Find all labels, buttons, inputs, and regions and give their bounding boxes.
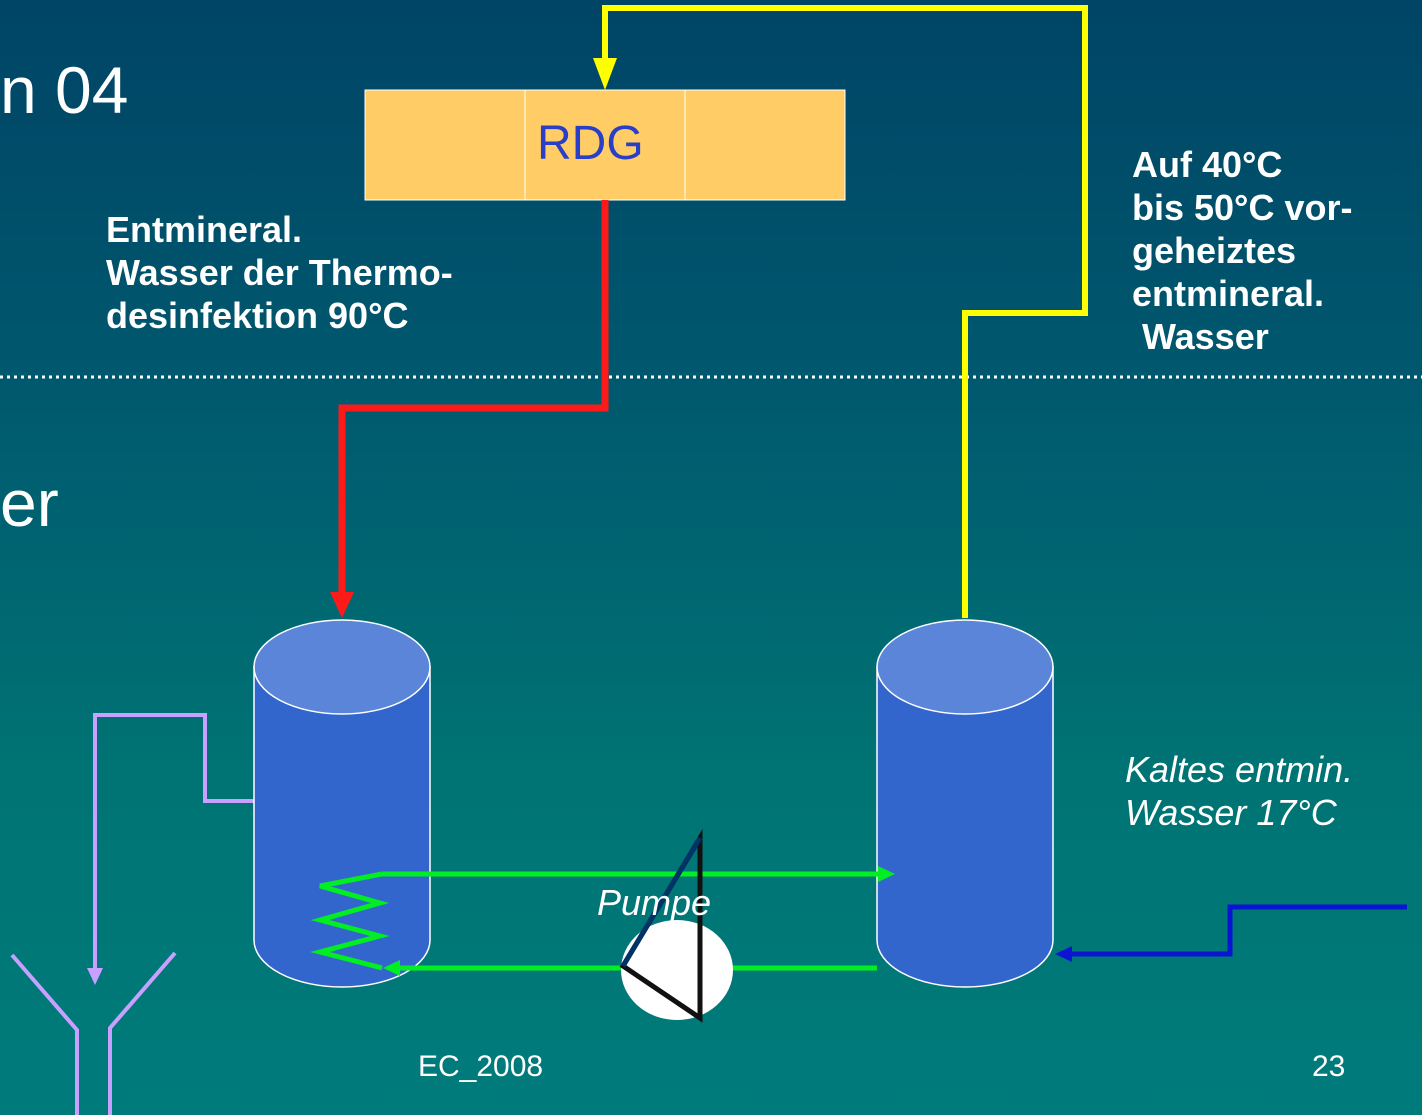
hot-water-line — [330, 200, 609, 618]
cold-water-annotation: Kaltes entmin. Wasser 17°C — [1125, 748, 1353, 834]
pump-icon — [619, 828, 733, 1023]
page-number: 23 — [1312, 1050, 1346, 1083]
title-fragment-1: n 04 — [0, 53, 129, 127]
annotation-line: Entmineral. — [106, 209, 303, 250]
drain-icon — [10, 951, 177, 1115]
tank-icon — [876, 619, 1054, 988]
annotation-line: Wasser 17°C — [1125, 792, 1337, 833]
arrow-icon — [878, 866, 895, 882]
arrow-icon — [593, 58, 617, 90]
preheated-water-line — [593, 5, 1088, 618]
annotation-line: Auf 40°C — [1132, 144, 1283, 185]
annotation-line: geheiztes — [1132, 230, 1297, 271]
footer-text: EC_2008 — [418, 1050, 544, 1083]
cold-water-line — [1055, 904, 1407, 962]
hot-water-annotation: Entmineral. Wasser der Thermo- desinfekt… — [106, 208, 453, 337]
tank-icon — [253, 619, 431, 988]
annotation-line: Kaltes entmin. — [1125, 749, 1354, 790]
annotation-line: bis 50°C vor- — [1132, 187, 1353, 228]
annotation-line: entmineral. — [1132, 273, 1325, 314]
rdg-label: RDG — [537, 117, 644, 170]
arrow-icon — [1055, 946, 1072, 962]
arrow-icon — [330, 592, 354, 618]
coil-icon — [310, 871, 390, 971]
title-fragment-2: er — [0, 466, 59, 540]
rdg-unit — [364, 89, 846, 201]
pump-label: Pumpe — [597, 882, 712, 923]
arrow-icon — [383, 960, 400, 976]
annotation-line: Wasser — [1142, 316, 1269, 357]
arrow-icon — [87, 968, 103, 985]
annotation-line: desinfektion 90°C — [106, 295, 409, 336]
preheated-water-annotation: Auf 40°C bis 50°C vor- geheiztes entmine… — [1132, 143, 1352, 358]
drain-line — [87, 713, 254, 985]
annotation-line: Wasser der Thermo- — [106, 252, 453, 293]
